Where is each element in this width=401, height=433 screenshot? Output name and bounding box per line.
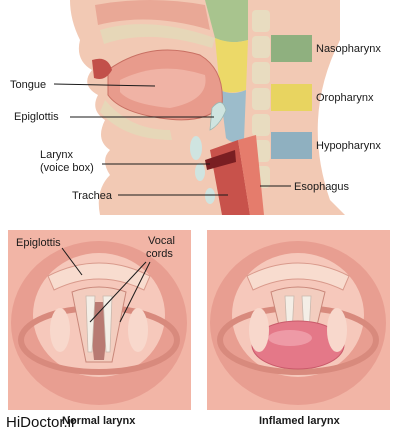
caption-normal: Normal larynx xyxy=(62,415,136,427)
legend-swatch-oropharynx xyxy=(271,84,312,111)
spine xyxy=(252,10,270,188)
vocal-cord-right xyxy=(102,295,113,353)
legend-label-hypopharynx: Hypopharynx xyxy=(316,140,381,152)
legend: Nasopharynx Oropharynx Hypopharynx xyxy=(271,35,381,159)
bl-label-vocal: Vocal xyxy=(148,235,175,247)
leader-tongue xyxy=(53,83,156,87)
nasopharynx-region xyxy=(205,0,248,43)
bl-label-epiglottis: Epiglottis xyxy=(16,237,61,249)
leader-bl-vocal-2 xyxy=(119,261,151,323)
normal-larynx-panel: Epiglottis Vocal cords xyxy=(8,230,191,410)
inflamed-larynx-panel xyxy=(207,230,390,410)
tongue-muscle xyxy=(120,68,206,108)
legend-swatch-nasopharynx xyxy=(271,35,312,62)
label-tongue: Tongue xyxy=(10,79,46,91)
leader-bl-vocal-1 xyxy=(89,261,147,323)
caption-inflamed: Inflamed larynx xyxy=(259,415,341,427)
jaw xyxy=(100,100,172,140)
watermark: HiDoctor.ir xyxy=(6,414,76,431)
esophagus-shape xyxy=(238,135,264,215)
vocal-fold xyxy=(205,150,236,170)
vocal-cord-left xyxy=(85,295,96,353)
lips xyxy=(92,58,112,79)
label-epiglottis: Epiglottis xyxy=(14,111,59,123)
label-trachea: Trachea xyxy=(72,190,113,202)
label-larynx-sub: (voice box) xyxy=(40,162,94,174)
bl-label-cords: cords xyxy=(146,248,173,260)
label-esophagus: Esophagus xyxy=(294,181,350,193)
larynx-cartilage-3 xyxy=(205,188,215,204)
oropharynx-region xyxy=(215,38,248,93)
label-larynx: Larynx xyxy=(40,149,74,161)
legend-label-nasopharynx: Nasopharynx xyxy=(316,43,381,55)
leader-bl-epiglottis xyxy=(61,247,83,276)
hypopharynx-region xyxy=(220,90,246,143)
larynx-cartilage-1 xyxy=(190,136,202,160)
legend-swatch-hypopharynx xyxy=(271,132,312,159)
legend-label-oropharynx: Oropharynx xyxy=(316,92,374,104)
larynx-cartilage-2 xyxy=(195,163,205,181)
palate xyxy=(100,24,215,48)
epiglottis-rim-normal xyxy=(47,262,151,291)
nasal-cavity xyxy=(95,0,210,30)
epiglottis-shape xyxy=(209,102,227,131)
epiglottis-rim-inflamed xyxy=(246,262,350,291)
